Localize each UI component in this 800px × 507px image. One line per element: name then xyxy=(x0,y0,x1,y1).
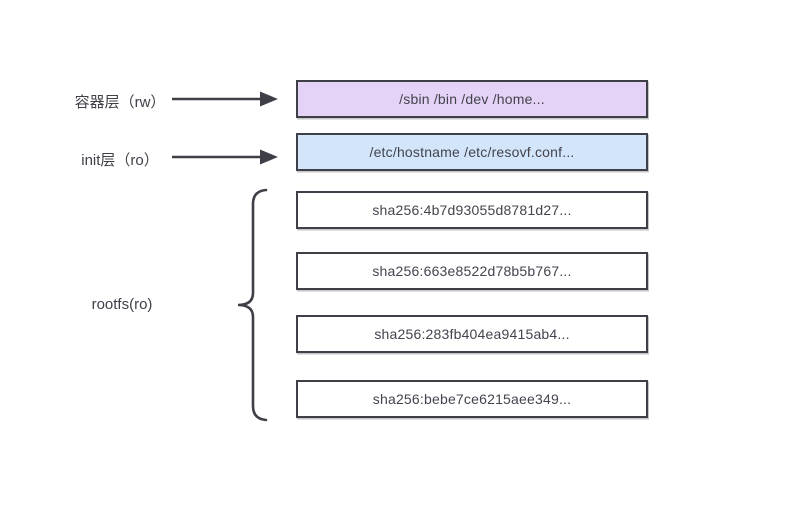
container-layer-content: /sbin /bin /dev /home... xyxy=(399,91,545,107)
rootfs-layer-box: sha256:663e8522d78b5b767... xyxy=(296,252,648,290)
rootfs-layer-box: sha256:283fb404ea9415ab4... xyxy=(296,315,648,353)
rootfs-layer-sha: sha256:283fb404ea9415ab4... xyxy=(374,326,570,342)
rootfs-layer-sha: sha256:4b7d93055d8781d27... xyxy=(372,202,572,218)
arrow-init-layer xyxy=(172,149,278,165)
rootfs-layer-box: sha256:4b7d93055d8781d27... xyxy=(296,191,648,229)
rootfs-layer-sha: sha256:663e8522d78b5b767... xyxy=(372,263,572,279)
init-layer-content: /etc/hostname /etc/resovf.conf... xyxy=(369,144,575,160)
init-layer-box: /etc/hostname /etc/resovf.conf... xyxy=(296,133,648,171)
rootfs-layer-box: sha256:bebe7ce6215aee349... xyxy=(296,380,648,418)
container-layer-box: /sbin /bin /dev /home... xyxy=(296,80,648,118)
arrow-container-layer xyxy=(172,91,278,107)
init-layer-label: init层（ro） xyxy=(81,152,159,169)
rootfs-layer-sha: sha256:bebe7ce6215aee349... xyxy=(372,391,572,407)
rootfs-brace xyxy=(237,188,268,422)
container-layer-label: 容器层（rw） xyxy=(74,94,166,111)
rootfs-label: rootfs(ro) xyxy=(91,296,153,313)
